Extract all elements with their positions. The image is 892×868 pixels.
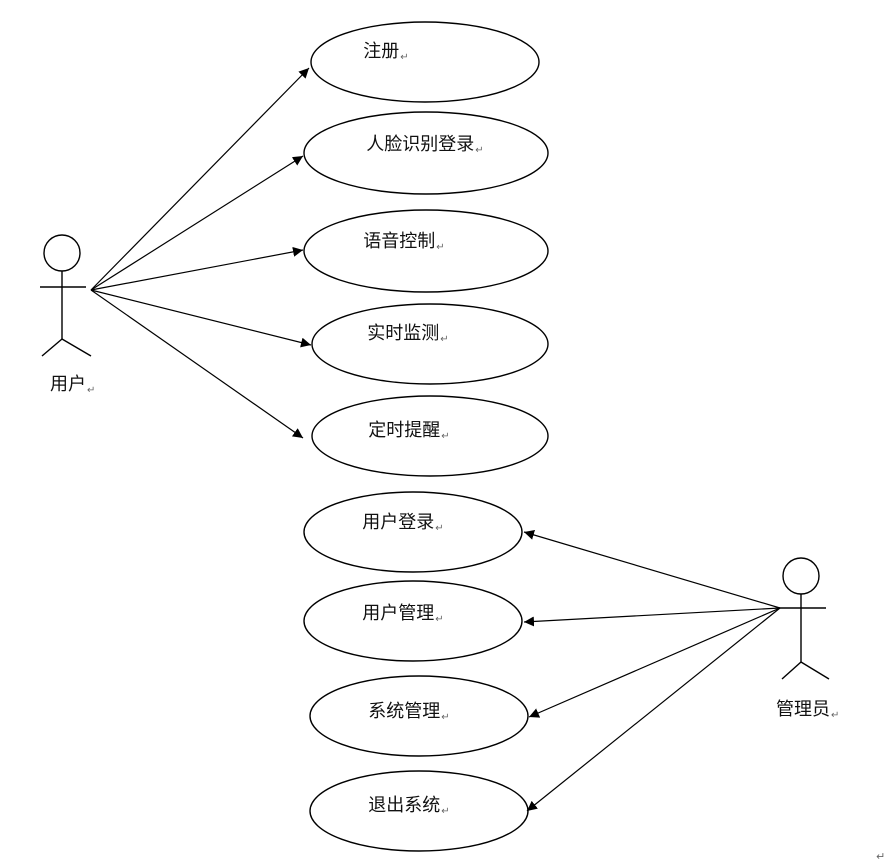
- association-admin-logout: [526, 607, 781, 812]
- paragraph-mark: ↵: [435, 614, 444, 625]
- use-case-user-login-label: 用户登录↵: [362, 512, 443, 540]
- paragraph-mark: ↵: [400, 52, 409, 63]
- use-case-voice-control: [303, 209, 549, 293]
- paragraph-mark: ↵: [831, 710, 840, 721]
- actor-user-right-leg: [61, 338, 92, 357]
- use-case-user-management-label: 用户管理↵: [362, 603, 443, 631]
- actor-admin-left-leg: [781, 661, 802, 680]
- use-case-voice-control-label: 语音控制↵: [363, 231, 444, 259]
- paragraph-mark: ↵: [475, 145, 484, 156]
- paragraph-mark: ↵: [441, 431, 450, 442]
- use-case-register: [310, 21, 540, 103]
- use-case-face-login-label: 人脸识别登录↵: [366, 134, 483, 162]
- actor-user-label: 用户↵: [50, 374, 95, 402]
- use-case-voice-control-text: 语音控制: [363, 231, 436, 252]
- actor-user-label-text: 用户: [50, 374, 86, 395]
- paragraph-mark: ↵: [435, 523, 444, 534]
- paragraph-mark: ↵: [436, 242, 445, 253]
- use-case-realtime-monitor-text: 实时监测: [367, 323, 440, 344]
- association-admin-system-management: [528, 607, 781, 718]
- association-user-face-login: [90, 155, 304, 291]
- actor-user-left-leg: [41, 338, 63, 357]
- actor-admin-figure: [779, 557, 830, 680]
- use-case-timed-reminder-label: 定时提醒↵: [368, 420, 449, 448]
- use-case-timed-reminder: [311, 395, 549, 477]
- actor-admin-right-leg: [800, 661, 830, 680]
- use-case-timed-reminder-text: 定时提醒: [368, 420, 441, 441]
- use-case-user-management-text: 用户管理: [362, 603, 435, 624]
- use-case-user-management: [303, 580, 523, 662]
- use-case-register-label: 注册↵: [363, 41, 408, 69]
- use-case-system-management-label: 系统管理↵: [368, 701, 449, 729]
- page-end-paragraph-mark: ↵: [876, 850, 885, 863]
- paragraph-mark: ↵: [441, 806, 450, 817]
- use-case-user-login-text: 用户登录: [362, 512, 435, 533]
- actor-user-head: [43, 234, 81, 272]
- use-case-logout-text: 退出系统: [368, 795, 441, 816]
- use-case-realtime-monitor: [311, 303, 549, 385]
- association-admin-user-management: [523, 607, 781, 627]
- use-case-face-login-text: 人脸识别登录: [366, 134, 475, 155]
- association-user-timed-reminder: [90, 289, 304, 439]
- association-user-register: [90, 67, 310, 291]
- actor-user-figure: [40, 234, 92, 357]
- use-case-logout-label: 退出系统↵: [368, 795, 449, 823]
- use-case-user-login: [303, 491, 523, 573]
- use-case-register-text: 注册: [363, 41, 400, 62]
- use-case-face-login: [303, 111, 549, 195]
- use-case-realtime-monitor-label: 实时监测↵: [367, 323, 448, 351]
- use-case-system-management-text: 系统管理: [368, 701, 441, 722]
- actor-admin-label: 管理员↵: [776, 699, 839, 727]
- actor-admin-head: [782, 557, 820, 595]
- actor-admin-label-text: 管理员: [776, 699, 830, 720]
- use-case-system-management: [309, 675, 529, 757]
- association-user-realtime-monitor: [90, 289, 312, 348]
- paragraph-mark: ↵: [87, 385, 96, 396]
- paragraph-mark: ↵: [440, 334, 449, 345]
- paragraph-mark: ↵: [441, 712, 450, 723]
- association-user-voice-control: [90, 246, 304, 291]
- use-case-logout: [309, 770, 529, 852]
- association-admin-user-login: [523, 530, 781, 609]
